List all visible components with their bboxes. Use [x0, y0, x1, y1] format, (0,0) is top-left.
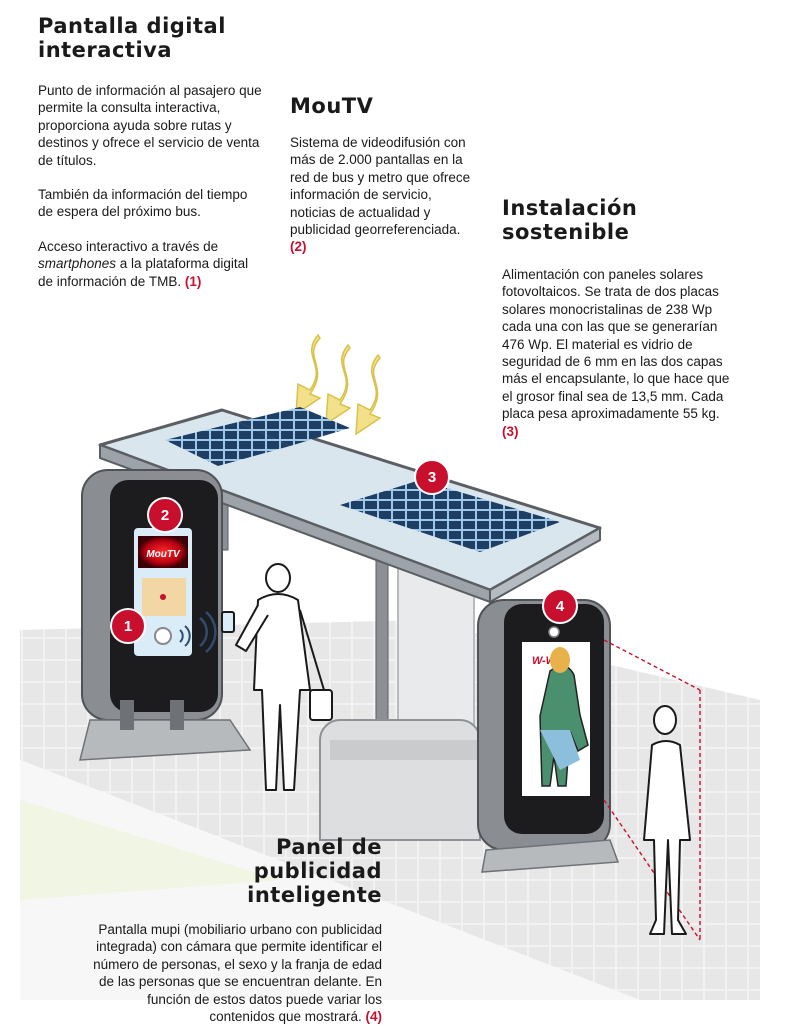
panel-text: Pantalla mupi (mobiliario urbano con pub… — [93, 922, 382, 1025]
svg-text:4: 4 — [556, 598, 565, 615]
pantalla-paragraph-1: Punto de información al pasajero que per… — [38, 83, 262, 168]
pantalla-title: Pantalla digital interactiva — [38, 14, 226, 62]
panel-section: Panel de publicidad inteligente Pantalla… — [80, 835, 382, 1025]
svg-text:2: 2 — [161, 507, 169, 524]
ref-3: (3) — [502, 423, 519, 439]
moutv-screen — [138, 536, 188, 568]
ref-4: (4) — [365, 1009, 383, 1025]
instalacion-section: Instalación sostenible Alimentación con … — [502, 196, 732, 440]
ref-1: (1) — [184, 273, 202, 289]
svg-text:1: 1 — [124, 618, 132, 635]
pantalla-section: Pantalla digital interactiva Punto de in… — [38, 14, 268, 290]
man-with-phone — [221, 563, 333, 791]
wireless-signal-icon — [199, 611, 217, 653]
moutv-title: MouTV — [290, 94, 374, 118]
instalacion-text: Alimentación con paneles solares fotovol… — [502, 267, 730, 422]
solar-panel-1 — [165, 422, 290, 466]
ref-2: (2) — [290, 239, 307, 255]
marker-3: 3 — [414, 459, 450, 495]
pantalla-paragraph-3: Acceso interactivo a través de smartphon… — [38, 238, 249, 289]
camera-detection-lines — [603, 639, 701, 941]
advertising-panel: W-W — [477, 599, 620, 873]
pantalla-paragraph-2: También da información del tiempo de esp… — [38, 187, 248, 220]
camera-icon — [548, 626, 560, 638]
marker-1: 1 — [110, 608, 146, 644]
marker-2: 2 — [147, 497, 183, 533]
woman-pedestrian — [643, 705, 691, 935]
moutv-text: Sistema de videodifusión con más de 2.00… — [290, 135, 471, 238]
svg-text:3: 3 — [428, 469, 436, 486]
instalacion-title: Instalación sostenible — [502, 196, 638, 244]
interactive-kiosk: MouTV — [79, 469, 252, 761]
bench — [319, 719, 481, 841]
moutv-logo: MouTV — [146, 549, 181, 560]
moutv-section: MouTV Sistema de videodifusión con más d… — [290, 94, 480, 256]
sunlight-arrows-icon — [295, 333, 382, 436]
panel-title: Panel de publicidad inteligente — [247, 835, 382, 907]
marker-4: 4 — [542, 588, 578, 624]
solar-panel-2 — [340, 480, 560, 552]
